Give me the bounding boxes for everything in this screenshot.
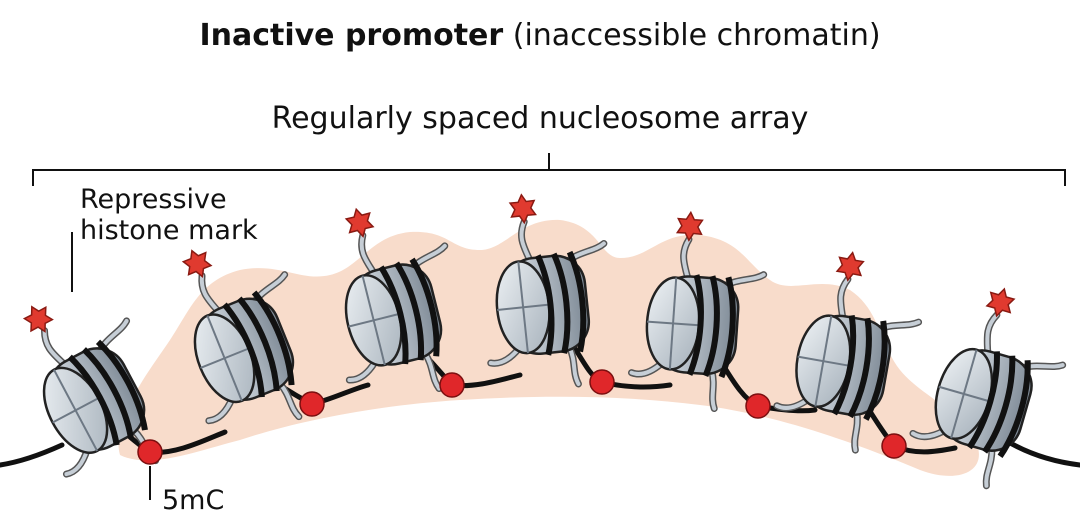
nucleosome (22, 305, 160, 478)
array-label: Regularly spaced nucleosome array (271, 101, 809, 136)
methylation-label: 5mC (162, 485, 225, 516)
repressive-mark-icon (675, 210, 704, 242)
diagram-title: Inactive promoter (inaccessible chromati… (0, 18, 1080, 53)
methylation-dot (881, 433, 907, 459)
methylation-dot (439, 372, 465, 398)
title-subtitle: (inaccessible chromatin) (512, 18, 881, 53)
nucleosome (344, 207, 449, 393)
repressive-mark-label-line2: histone mark (80, 215, 258, 246)
nucleosome (628, 210, 768, 413)
repressive-mark-icon (344, 207, 375, 238)
repressive-mark-label: Repressive histone mark (80, 184, 258, 246)
repressive-mark-icon (181, 249, 213, 279)
repressive-mark-icon (985, 287, 1016, 318)
methylation-dot (589, 369, 615, 395)
methylation-dot (745, 393, 771, 419)
nucleosome (181, 249, 303, 425)
nucleosome (773, 251, 923, 454)
repressive-mark-icon (22, 305, 54, 333)
title-bold: Inactive promoter (199, 18, 504, 53)
repressive-mark-icon (835, 251, 865, 282)
methylation-dot (137, 439, 163, 465)
repressive-mark-label-line1: Repressive (80, 184, 227, 215)
methylation-dot (299, 391, 325, 417)
nucleosome (909, 287, 1067, 490)
nucleosome (487, 193, 608, 388)
array-bracket (32, 153, 1066, 186)
repressive-mark-icon (508, 193, 537, 225)
